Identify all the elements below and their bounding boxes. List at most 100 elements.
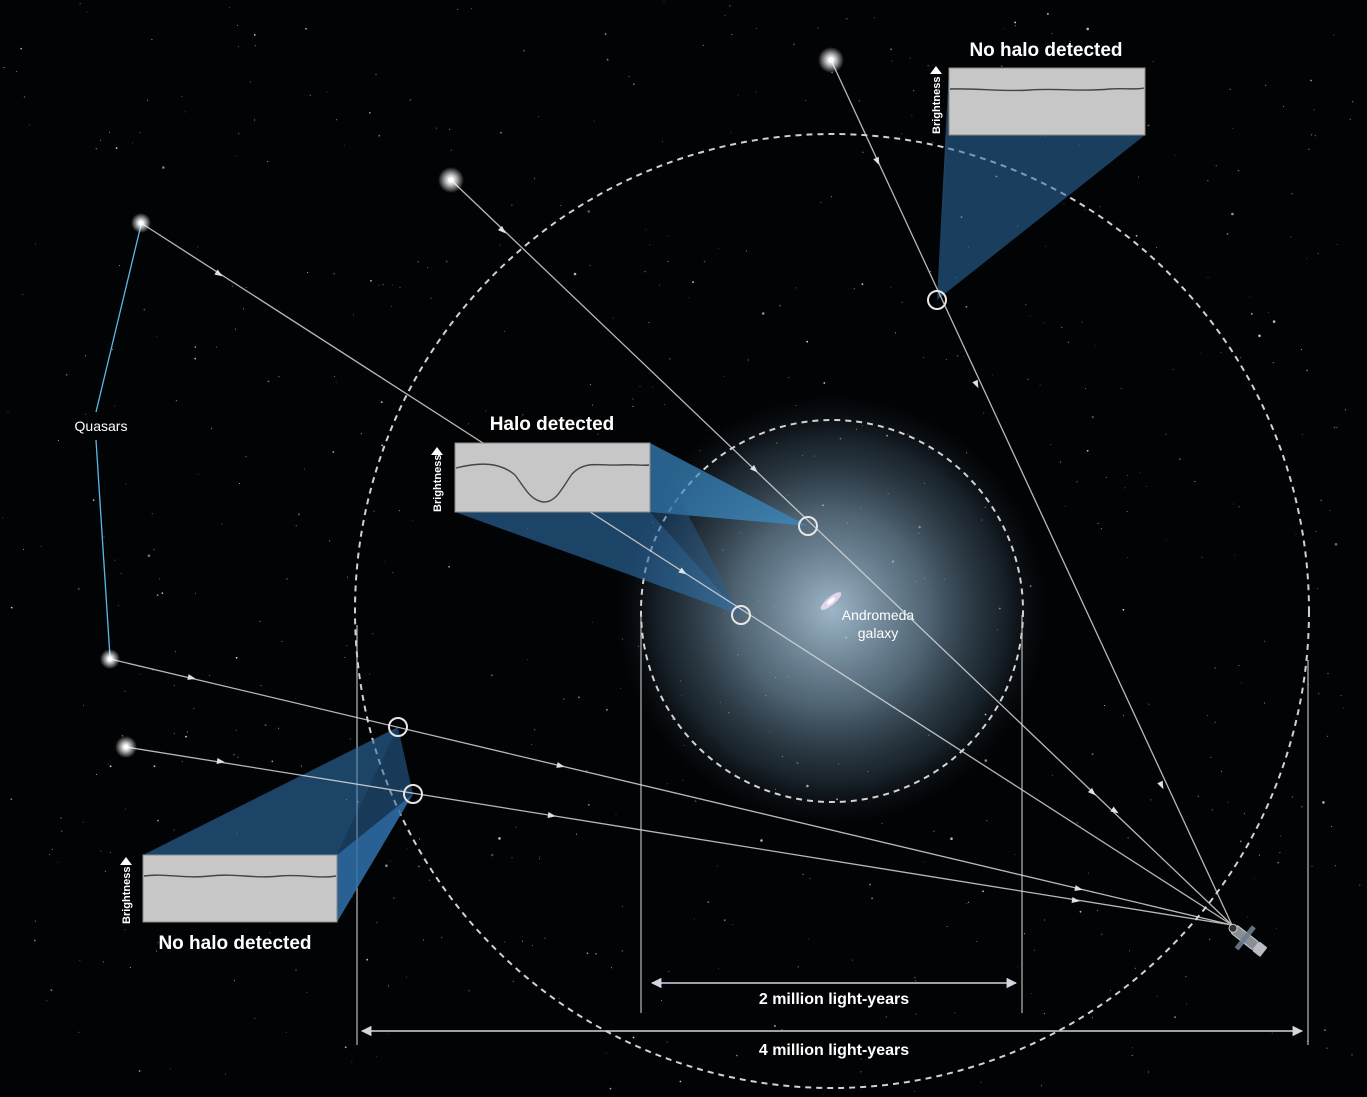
background-star — [795, 287, 797, 289]
background-star — [115, 147, 118, 150]
background-star — [79, 959, 81, 961]
background-star — [1277, 861, 1280, 864]
background-star — [927, 65, 929, 67]
background-star — [1210, 757, 1212, 758]
background-star — [378, 284, 380, 286]
background-star — [380, 401, 383, 403]
background-star — [2, 517, 4, 519]
background-star — [428, 879, 430, 881]
background-star — [468, 423, 469, 425]
background-star — [809, 878, 811, 880]
background-star — [173, 829, 175, 831]
background-star — [445, 260, 448, 263]
background-star — [871, 897, 873, 900]
background-star — [591, 621, 593, 623]
background-star — [186, 731, 188, 733]
background-star — [1314, 135, 1316, 137]
background-star — [1148, 703, 1150, 705]
background-star — [728, 5, 731, 7]
background-star — [628, 76, 630, 77]
background-star — [957, 355, 959, 357]
background-star — [976, 941, 978, 942]
background-star — [7, 410, 9, 412]
background-star — [309, 94, 311, 96]
background-star — [1041, 1085, 1043, 1087]
background-star — [1200, 352, 1202, 354]
background-star — [965, 306, 968, 308]
background-star — [820, 201, 822, 203]
background-star — [1326, 1047, 1328, 1049]
scale-label-inner: 2 million light-years — [759, 991, 909, 1008]
background-star — [1253, 878, 1255, 880]
background-star — [504, 941, 506, 943]
background-star — [301, 765, 302, 767]
background-star — [490, 853, 494, 857]
background-star — [661, 999, 663, 1001]
background-star — [745, 250, 747, 252]
background-star — [523, 49, 525, 52]
background-star — [1240, 357, 1242, 359]
background-star — [22, 294, 24, 295]
background-star — [410, 99, 412, 101]
background-star — [518, 240, 520, 242]
background-star — [779, 304, 781, 307]
background-star — [716, 865, 718, 867]
background-star — [1330, 826, 1332, 827]
background-star — [966, 903, 968, 905]
background-star — [245, 287, 247, 288]
background-star — [707, 901, 710, 903]
background-star — [1264, 640, 1265, 642]
background-star — [615, 814, 617, 816]
background-star — [1081, 321, 1083, 323]
background-star — [652, 386, 653, 388]
background-star — [1322, 801, 1325, 804]
background-star — [111, 348, 113, 350]
background-star — [1061, 326, 1063, 328]
background-star — [382, 284, 384, 286]
background-star — [343, 144, 345, 146]
background-star — [1231, 212, 1234, 216]
background-star — [731, 924, 733, 925]
glowing-star-icon — [438, 167, 464, 193]
background-star — [605, 1052, 607, 1054]
background-star — [250, 81, 252, 83]
background-star — [307, 272, 309, 273]
background-star — [1132, 1047, 1133, 1049]
background-star — [1003, 28, 1005, 30]
background-star — [392, 284, 394, 286]
background-star — [578, 696, 580, 699]
galaxy-label-line2: galaxy — [858, 625, 898, 641]
background-star — [1232, 128, 1234, 129]
background-star — [632, 1036, 635, 1039]
background-star — [668, 971, 670, 972]
background-star — [1099, 206, 1101, 207]
background-star — [412, 519, 414, 521]
background-star — [50, 989, 53, 991]
background-star — [303, 468, 305, 470]
background-star — [238, 46, 240, 48]
background-star — [332, 451, 335, 453]
background-star — [406, 848, 408, 850]
background-star — [121, 734, 124, 737]
background-star — [1101, 933, 1103, 935]
background-star — [702, 44, 704, 46]
background-star — [1258, 334, 1261, 338]
background-star — [173, 732, 175, 734]
background-star — [522, 414, 524, 416]
background-star — [1313, 109, 1315, 111]
background-star — [399, 286, 401, 288]
background-star — [1282, 106, 1284, 107]
background-star — [124, 808, 126, 810]
background-star — [1156, 247, 1158, 249]
background-star — [124, 929, 126, 931]
quasars-label: Quasars — [75, 418, 128, 434]
background-star — [125, 483, 127, 485]
background-star — [915, 980, 917, 982]
background-star — [1174, 1016, 1176, 1019]
background-star — [1306, 258, 1308, 259]
background-star — [911, 114, 913, 116]
background-star — [119, 265, 121, 267]
inner-dashed-circle — [640, 419, 1024, 803]
background-star — [1258, 854, 1260, 856]
background-star — [1043, 322, 1045, 324]
